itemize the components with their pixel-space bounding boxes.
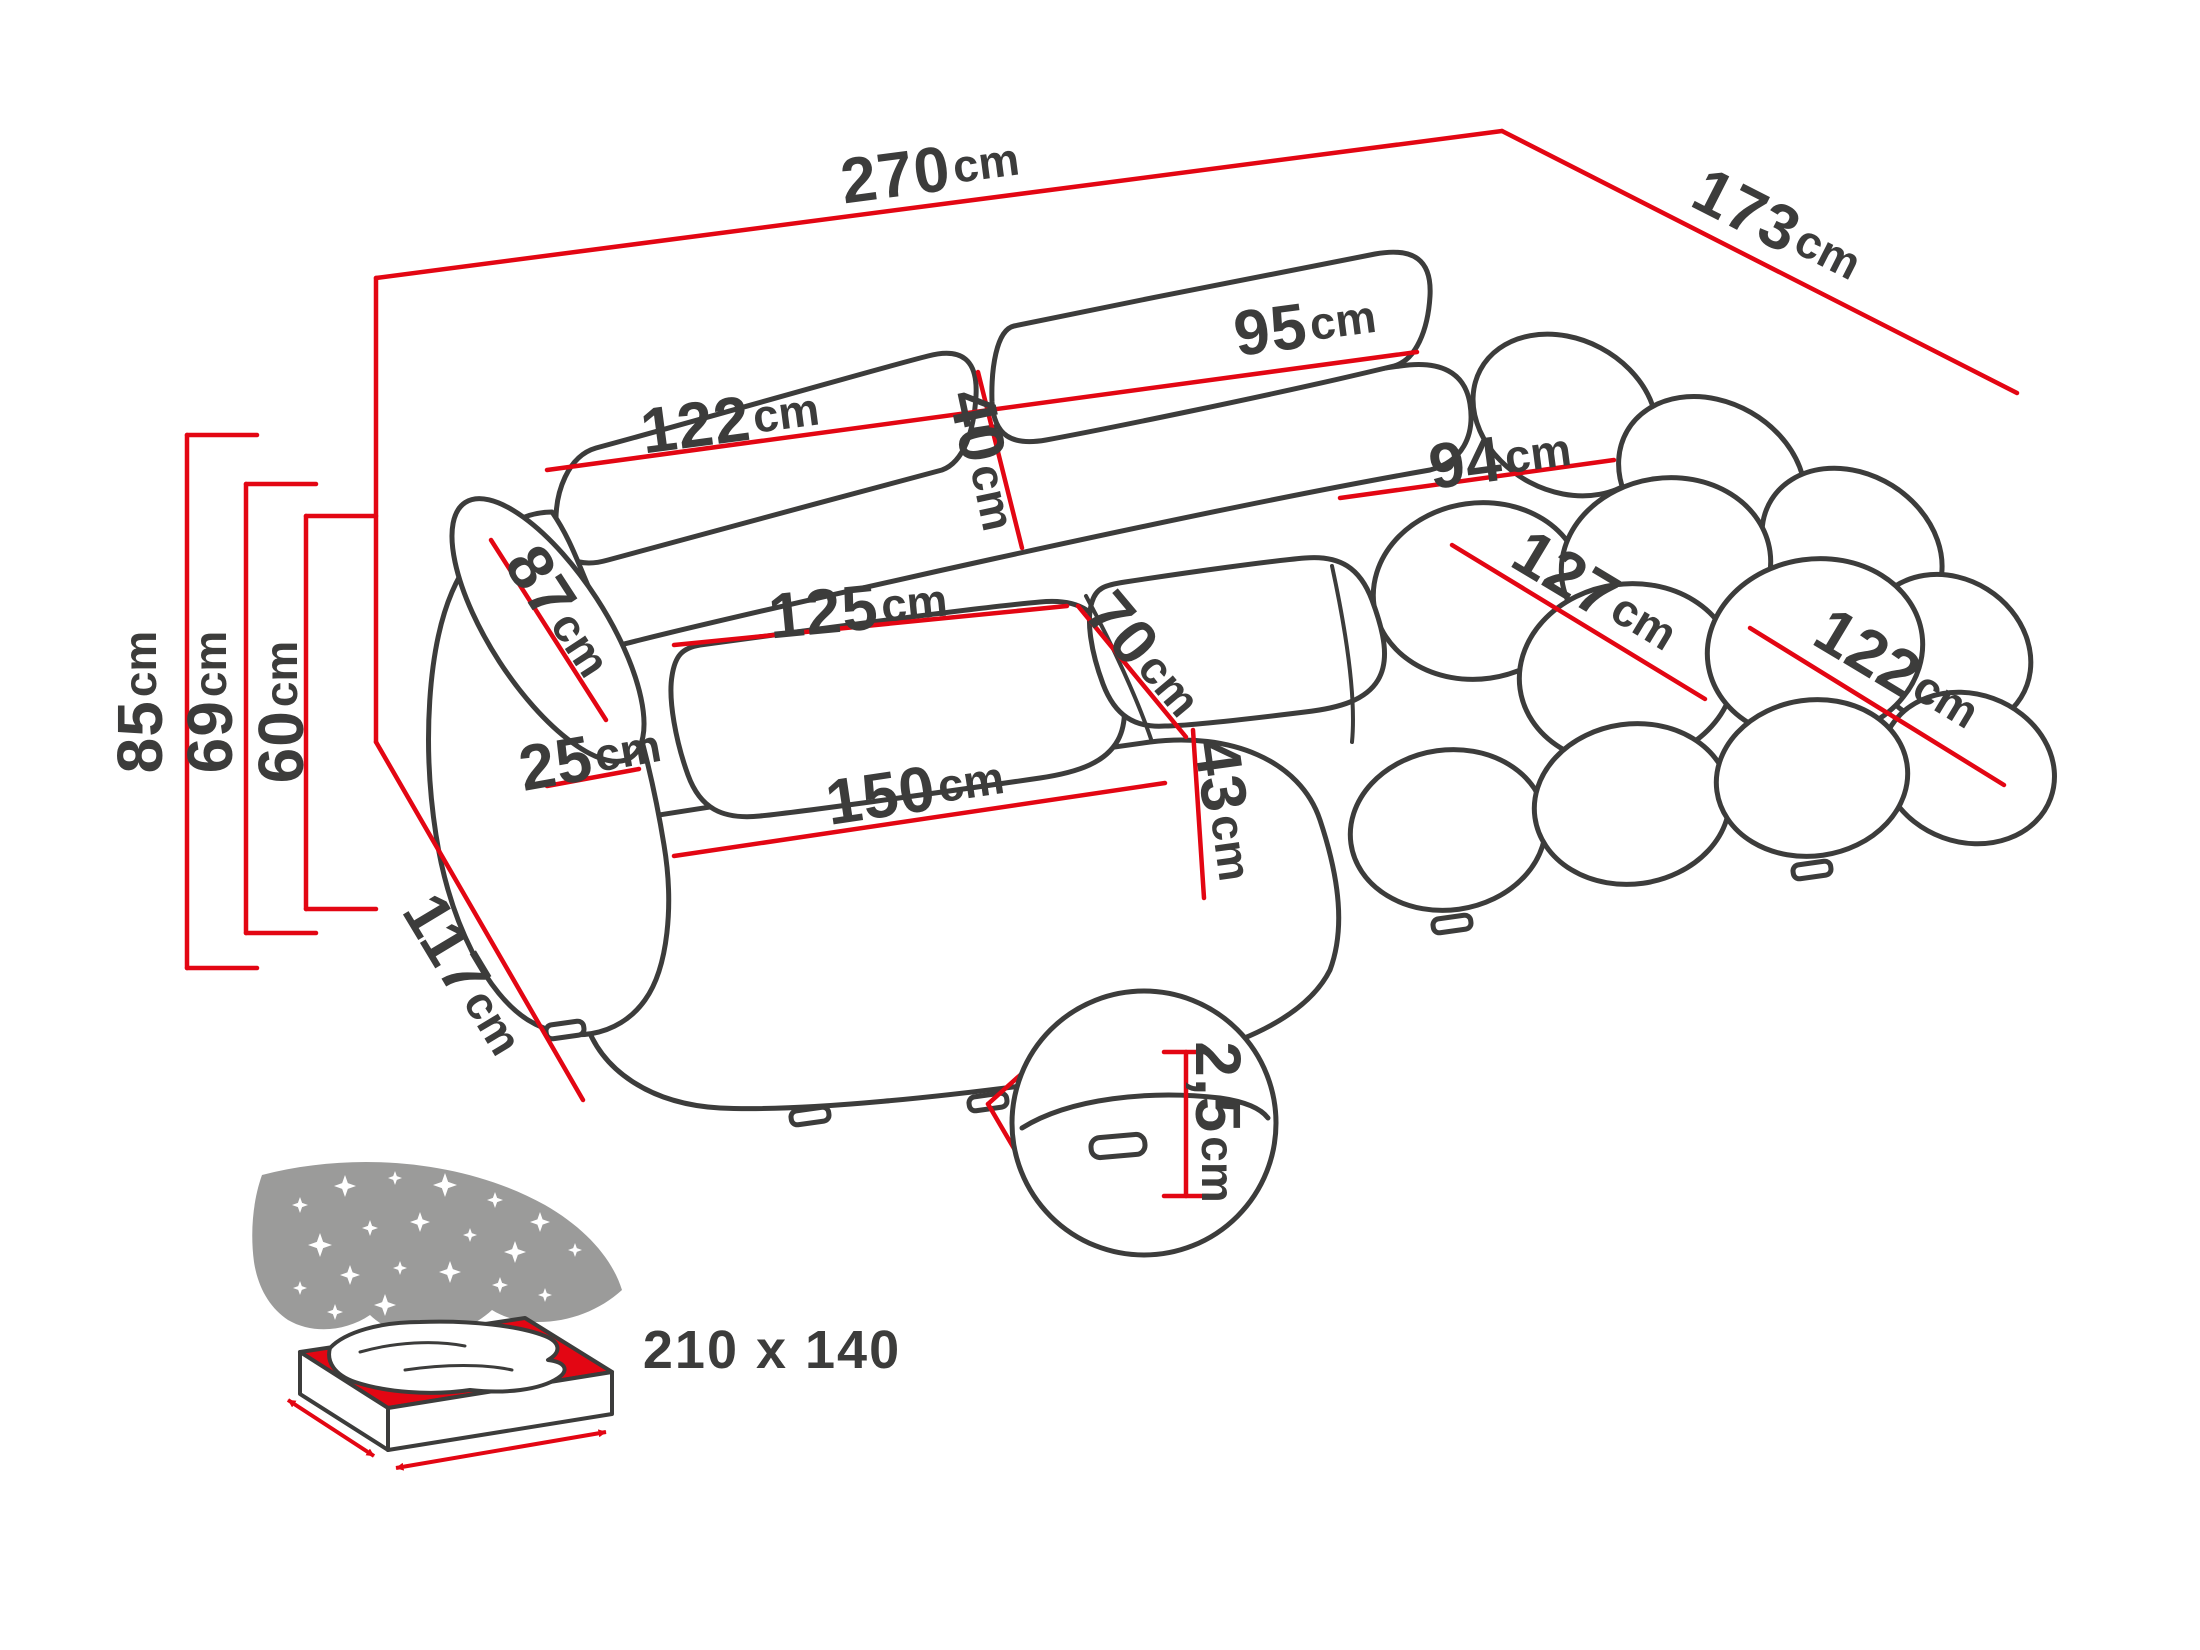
sofa-leg [543, 1018, 587, 1042]
duvet-blanket [327, 1319, 567, 1395]
sofa-dimension-lines [488, 349, 2007, 901]
dim-line-seat-front-width [671, 780, 1168, 859]
dim-line-leg-height [1161, 1049, 1211, 1199]
sofa-leg-detail [1088, 1131, 1148, 1161]
bounding-dimension-lines [184, 128, 2020, 1103]
seat-cushion-left [668, 598, 1128, 820]
label-armrest-height: 60cm [245, 641, 317, 784]
dim-line-middle-seat [1075, 603, 1189, 740]
label-backrest-height: 69cm [174, 631, 246, 774]
label-overall-width: 270cm [836, 123, 1023, 218]
dim-line-armrest-length [488, 537, 609, 723]
sleeping-area-arrows [286, 1398, 607, 1471]
dim-line-seat-height [1190, 727, 1207, 901]
dim-line-armrest-width [544, 766, 642, 789]
label-back-cushion-right: 95cm [1230, 280, 1381, 370]
label-total-height: 85cm [104, 631, 176, 774]
sleeping-area-size-label: 210 x 140 [643, 1320, 901, 1380]
chaise-front-bubble [1713, 697, 1911, 859]
chaise-front-bubble [1347, 747, 1549, 913]
label-seat-front-width: 150cm [821, 741, 1009, 839]
label-leg-height: 2,5cm [1182, 1041, 1254, 1202]
depth-arrow [286, 1398, 376, 1458]
label-back-cushion-left: 122cm [636, 373, 823, 468]
label-seat-height: 43cm [1180, 734, 1271, 885]
sofa-line-art [426, 249, 2057, 1128]
dim-line-overall-depth [1499, 128, 2020, 396]
sofa-leg [1790, 858, 1834, 882]
label-overall-depth: 173cm [1682, 153, 1874, 299]
width-arrow [395, 1429, 607, 1471]
leg-height-detail-circle [985, 988, 1279, 1258]
seat-seam [1084, 594, 1154, 744]
dim-line-chaise-length [1449, 542, 1708, 702]
night-sky-panel [252, 1161, 622, 1336]
label-seat-depth: 125cm [765, 564, 950, 653]
duvet-fold-line [403, 1364, 514, 1372]
label-armrest-width: 25cm [513, 709, 666, 805]
bed-sleeping-area-icon: 210 x 140 [252, 1161, 901, 1471]
dim-line-base-depth [373, 739, 586, 1103]
seat-cushion-right [1086, 555, 1388, 729]
dim-line-chaise-side [1747, 625, 2007, 788]
duvet-fold-line [358, 1341, 467, 1354]
dim-line-overall-width [373, 128, 1505, 281]
magnifier-circle [1009, 988, 1279, 1258]
label-chaise-back-width: 94cm [1425, 413, 1576, 503]
dim-line-chaise-back-width [1337, 457, 1617, 501]
sofa-leg [1430, 912, 1474, 936]
dim-line-seat-depth [671, 603, 1070, 648]
dim-line-back-cushions [544, 349, 1420, 473]
chaise-junction-seam [1330, 564, 1355, 744]
dim-line-back-cushion-height [975, 369, 1025, 551]
sofa-leg [788, 1104, 832, 1128]
